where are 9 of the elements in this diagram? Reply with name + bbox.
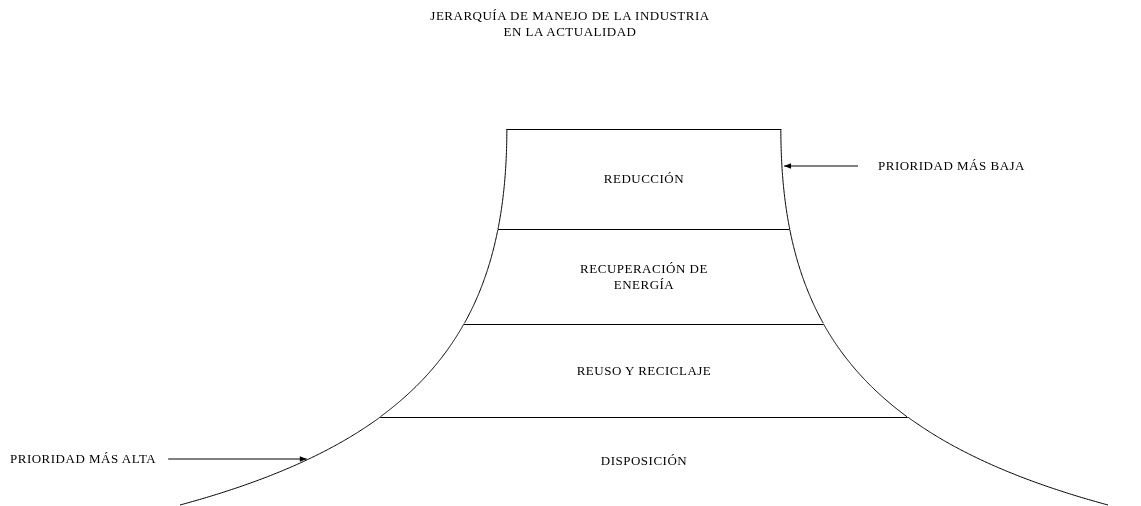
band-label: REDUCCIÓN — [603, 171, 685, 187]
diagram-title: JERARQUÍA DE MANEJO DE LA INDUSTRIA EN LA ACTUALIDAD — [429, 8, 711, 40]
priority-label: PRIORIDAD MÁS ALTA — [10, 451, 157, 467]
band-label: REUSO Y RECICLAJE — [576, 362, 712, 379]
priority-label: PRIORIDAD MÁS BAJA — [878, 158, 1025, 174]
arrow — [167, 456, 308, 462]
band-label: RECUPERACIÓN DE ENERGÍA — [579, 260, 709, 293]
band-label: DISPOSICIÓN — [600, 453, 688, 469]
arrow — [783, 163, 859, 169]
